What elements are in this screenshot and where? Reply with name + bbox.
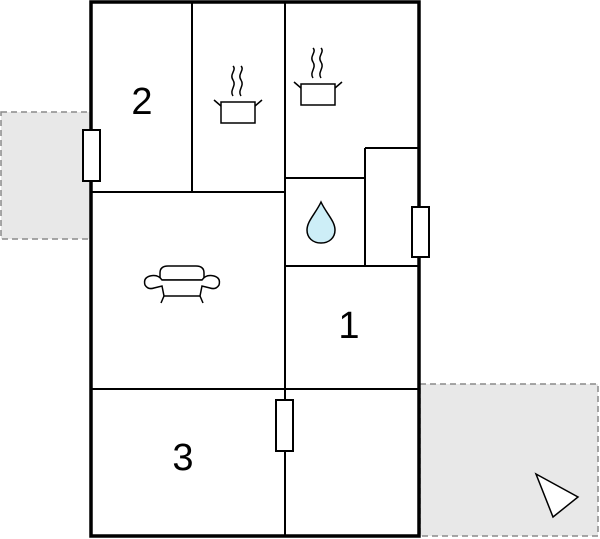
room-label-3: 3	[172, 437, 193, 479]
cooking-pot-icon	[293, 47, 343, 106]
terrace-left	[0, 111, 92, 240]
window-right	[411, 206, 430, 258]
cooking-pot-icon	[213, 65, 263, 124]
armchair-icon	[143, 265, 221, 304]
room-label-1: 1	[338, 305, 359, 347]
room-label-2: 2	[131, 81, 152, 123]
water-drop-icon	[306, 200, 336, 244]
north-arrow-icon	[534, 472, 580, 519]
door-bottom	[275, 399, 294, 452]
terrace-right	[419, 383, 599, 537]
outer-walls	[89, 0, 421, 538]
window-left	[82, 129, 101, 182]
